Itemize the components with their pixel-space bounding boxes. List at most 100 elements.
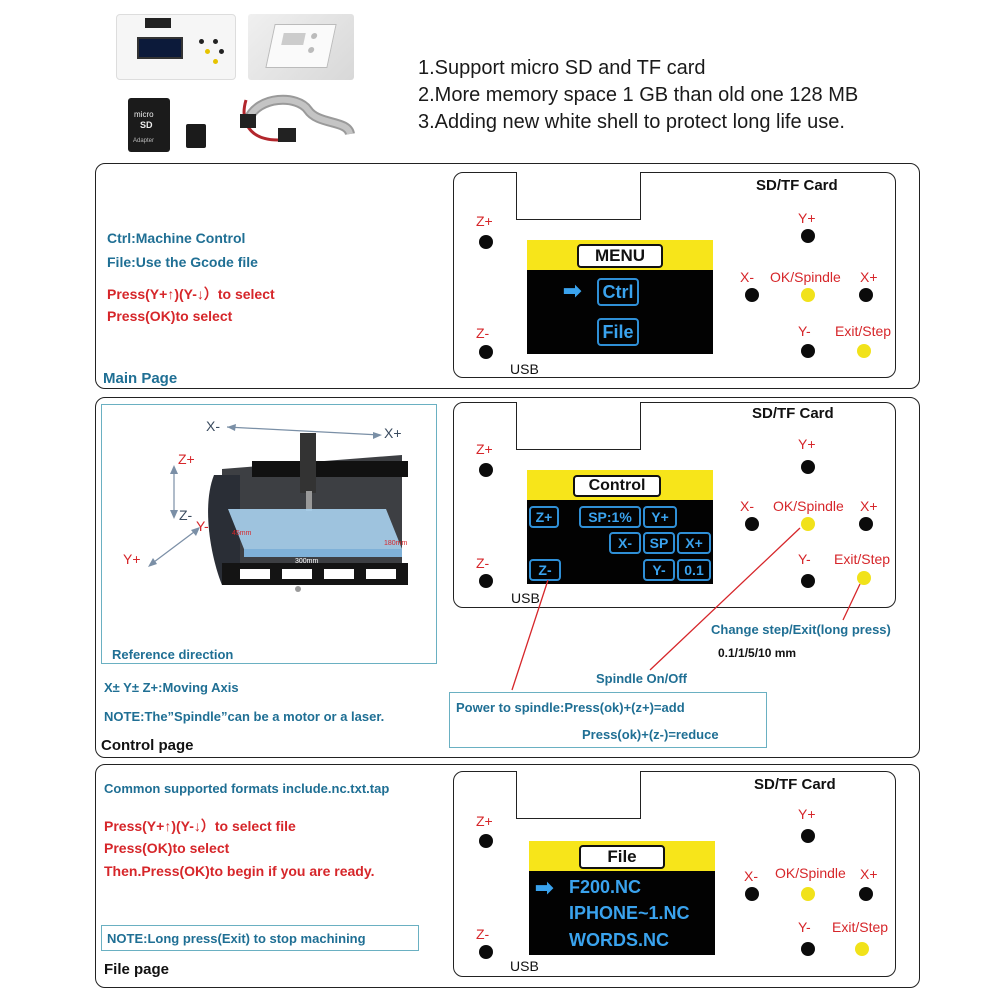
main-zplus-button[interactable] [479,235,493,249]
file-ok-button[interactable] [801,887,815,901]
main-exit-button[interactable] [857,344,871,358]
main-lcd-title: MENU [577,244,663,268]
ref-caption: Reference direction [112,647,234,662]
main-lcd-item-ctrl[interactable]: Ctrl [597,278,639,306]
file-zminus-button[interactable] [479,945,493,959]
control-ok-button[interactable] [801,517,815,531]
ref-axis-xplus: X+ [384,425,402,441]
file-ok-label: OK/Spindle [775,865,846,881]
spindle-onoff-text: Spindle On/Off [596,671,687,686]
control-yminus-label: Y- [798,551,811,567]
main-lcd-arrow-icon: ➡ [563,278,582,303]
micro-sd-image [186,124,206,148]
ref-axis-xminus: X- [206,418,220,434]
main-lcd-screen: MENU ➡ Ctrl File [527,240,713,354]
file-xplus-label: X+ [860,866,878,882]
control-exit-button[interactable] [857,571,871,585]
control-zminus-label: Z- [476,555,490,571]
main-ok-button[interactable] [801,288,815,302]
lcd-zminus[interactable]: Z- [529,559,561,581]
main-xplus-button[interactable] [859,288,873,302]
lcd-xminus[interactable]: X- [609,532,641,554]
file-yplus-button[interactable] [801,829,815,843]
file-yplus-label: Y+ [798,806,816,822]
control-lcd-screen: Control Z+ SP:1% Y+ X- SP X+ Z- Y- 0.1 [527,470,713,584]
file-lcd-title: File [579,845,665,869]
control-xplus-label: X+ [860,498,878,514]
file-lcd-item-2[interactable]: IPHONE~1.NC [569,903,690,923]
moving-axis-text: X± Y± Z+:Moving Axis [104,680,239,695]
main-page-caption: Main Page [103,370,178,387]
main-zminus-button[interactable] [479,345,493,359]
file-lcd-item-1[interactable]: F200.NC [569,877,642,897]
file-formats-text: Common supported formats include.nc.txt.… [104,781,390,796]
file-lcd-arrow-icon: ➡ [535,875,554,900]
file-xminus-button[interactable] [745,887,759,901]
lcd-step[interactable]: 0.1 [677,559,711,581]
power-callout-box [449,692,767,748]
main-xminus-label: X- [740,269,754,285]
reference-diagram [148,424,408,592]
control-lcd-title: Control [573,475,661,497]
main-line-ctrl: Ctrl:Machine Control [107,230,246,246]
ref-axis-yminus: Y- [196,518,209,534]
control-usb-label: USB [511,590,540,606]
control-yminus-button[interactable] [801,574,815,588]
main-yplus-button[interactable] [801,229,815,243]
file-xplus-button[interactable] [859,887,873,901]
sd-card-label-micro: micro [134,110,154,119]
lcd-zplus[interactable]: Z+ [529,506,559,528]
ref-axis-yplus: Y+ [123,551,141,567]
change-step-text: Change step/Exit(long press) [711,622,891,637]
main-lcd-item-file[interactable]: File [597,318,639,346]
lcd-yplus[interactable]: Y+ [643,506,677,528]
sd-card-label-adapter: Adapter [133,138,155,144]
control-zplus-button[interactable] [479,463,493,477]
file-usb-label: USB [510,958,539,974]
main-usb-label: USB [510,361,539,377]
board-buttons [195,37,231,67]
control-exit-label: Exit/Step [834,551,891,567]
control-zplus-label: Z+ [476,441,493,457]
main-yminus-button[interactable] [801,344,815,358]
lcd-sp[interactable]: SP [643,532,675,554]
lcd-yminus[interactable]: Y- [643,559,675,581]
lcd-xplus[interactable]: X+ [677,532,711,554]
main-line-file: File:Use the Gcode file [107,254,258,270]
ref-dim-d: 180mm [384,540,408,547]
control-page-panel [95,397,920,758]
file-zplus-label: Z+ [476,813,493,829]
sd-adapter-image: micro SD Adapter [128,98,170,152]
file-page-panel [95,764,920,988]
ref-dim-w: 300mm [295,558,319,565]
sd-card-label-sd: SD [140,120,153,130]
file-exit-button[interactable] [855,942,869,956]
main-ok-label: OK/Spindle [770,269,841,285]
file-page-caption: File page [104,961,170,978]
white-shell-image [248,14,354,80]
main-line-press-y: Press(Y+↑)(Y-↓）to select [107,286,275,302]
control-ok-label: OK/Spindle [773,498,844,514]
control-xplus-button[interactable] [859,517,873,531]
ref-axis-zminus: Z- [179,507,193,523]
file-zplus-button[interactable] [479,834,493,848]
control-xminus-label: X- [740,498,754,514]
lcd-sp-percent[interactable]: SP:1% [579,506,641,528]
main-yminus-label: Y- [798,323,811,339]
file-lcd-item-3[interactable]: WORDS.NC [569,930,669,950]
file-yminus-button[interactable] [801,942,815,956]
main-xminus-button[interactable] [745,288,759,302]
file-note-text: NOTE:Long press(Exit) to stop machining [107,931,366,946]
control-sd-slot [516,402,641,450]
main-sd-label: SD/TF Card [756,177,838,194]
control-yplus-button[interactable] [801,460,815,474]
control-zminus-button[interactable] [479,574,493,588]
control-page-caption: Control page [101,737,194,754]
board-connector [145,18,171,28]
feature-1: 1.Support micro SD and TF card [418,57,706,79]
reference-frame [101,404,437,664]
control-xminus-button[interactable] [745,517,759,531]
main-zplus-label: Z+ [476,213,493,229]
file-sd-label: SD/TF Card [754,776,836,793]
